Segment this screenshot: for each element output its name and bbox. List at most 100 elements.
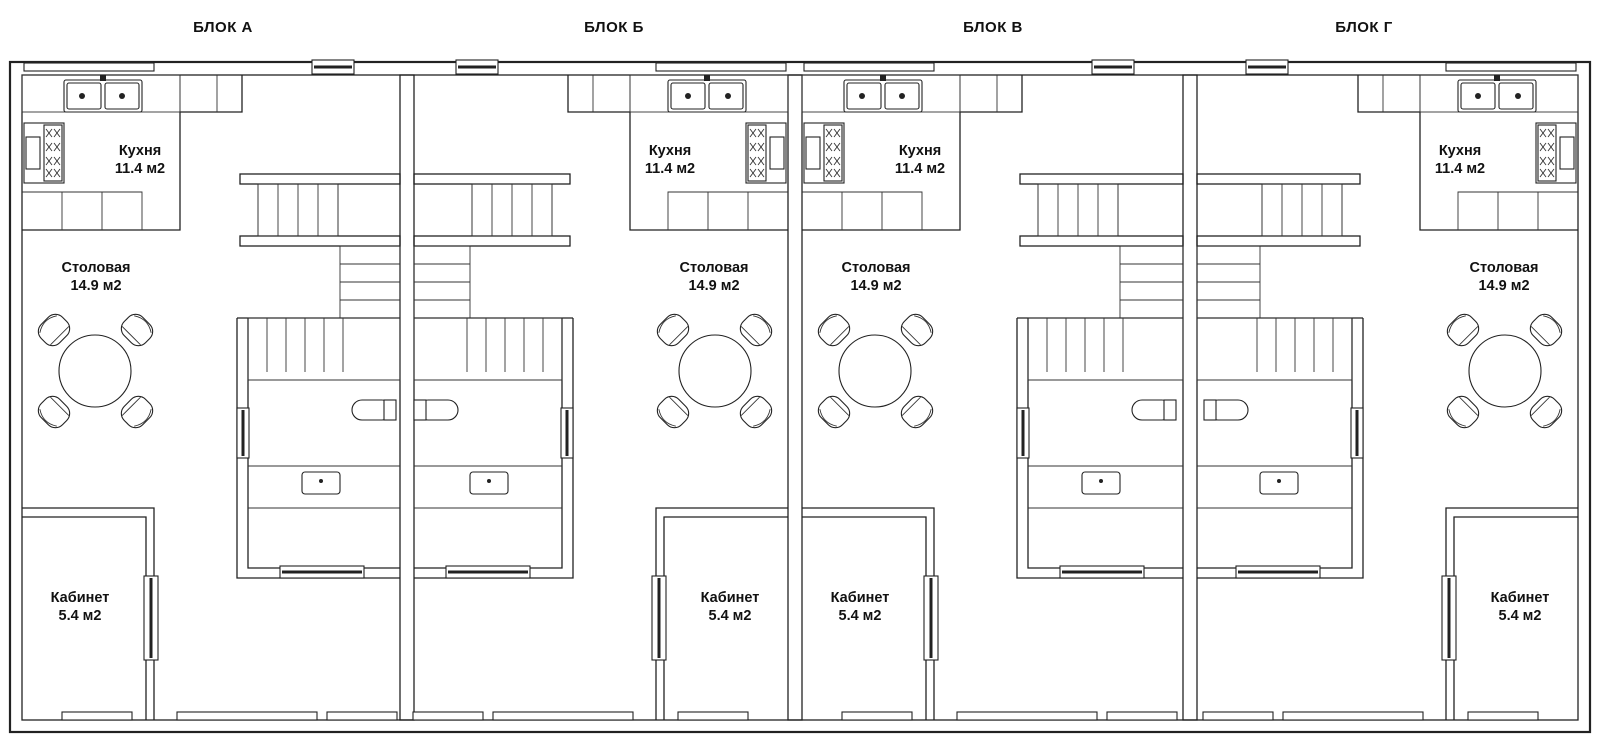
chair-icon [1446,313,1480,347]
block-b: БЛОК Б Кухня 11.4 м2 Столовая 14.9 м2 Кабинет… [412,19,789,721]
block-title: БЛОК Б [584,19,644,36]
block-v: БЛОК В Кухня 11.4 м2 Столовая 14.9 м2 Кабинет… [801,19,1184,721]
chair-icon [739,395,773,429]
block-title: БЛОК В [963,19,1023,36]
dining-name: Столовая [841,260,910,276]
party-walls [399,74,1198,721]
core-door-icon [445,565,531,579]
study-name: Кабинет [831,590,890,606]
kitchen-area: 11.4 м2 [1435,161,1485,177]
block-title: БЛОК А [193,19,253,36]
dining-table [838,334,912,408]
window-icon [655,62,787,72]
washbasin-icon [301,471,341,495]
stair-rail [413,235,571,247]
kitchen-area: 11.4 м2 [115,161,165,177]
block-labels: БЛОК В Кухня 11.4 м2 Столовая 14.9 м2 Кабинет… [831,19,1023,624]
window-icon [23,62,155,72]
dining-area: 14.9 м2 [850,278,901,294]
dining-area: 14.9 м2 [70,278,121,294]
chair-icon [1529,395,1563,429]
kitchen-sink-icon [843,75,923,113]
study-door-icon [923,575,939,661]
bathroom-wall [1016,317,1183,579]
study-area: 5.4 м2 [1499,608,1542,624]
chair-icon [656,395,690,429]
washbasin-icon [469,471,509,495]
block-a: БЛОК А Кухня 11.4 м2 Столовая 14.9 м2 Кабинет… [21,19,401,721]
window-icon [176,711,318,721]
kitchen-sink-icon [1457,75,1537,113]
kitchen-name: Кухня [899,143,941,159]
dining-table [58,334,132,408]
study-name: Кабинет [51,590,110,606]
kitchen-name: Кухня [649,143,691,159]
dining-name: Столовая [679,260,748,276]
stair-landing [1196,317,1353,381]
toilet-icon [351,399,397,421]
counter-bottom [22,75,218,230]
stair-landing [1027,317,1184,381]
bathroom-door-icon [560,407,574,459]
study-area: 5.4 м2 [839,608,882,624]
entrance-door-icon [1245,59,1289,75]
kitchen-name: Кухня [1439,143,1481,159]
entrance-door-icon [1091,59,1135,75]
study-area: 5.4 м2 [709,608,752,624]
block-title: БЛОК Г [1335,19,1392,36]
stair-rail [1196,235,1361,247]
washbasin-icon [1259,471,1299,495]
window-icon [1202,711,1274,721]
kitchen-sink-icon [667,75,747,113]
block-plan [412,59,789,721]
chair-icon [900,313,934,347]
dining-table [1468,334,1542,408]
chair-icon [817,313,851,347]
kitchen-name: Кухня [119,143,161,159]
chair-icon [1446,395,1480,429]
window-icon [1445,62,1577,72]
study-name: Кабинет [701,590,760,606]
kitchen-sink-icon [63,75,143,113]
block-plan [21,59,401,721]
block-plan [1196,59,1579,721]
window-icon [326,711,398,721]
window-icon [956,711,1098,721]
window-icon [61,711,133,721]
block-labels: БЛОК А Кухня 11.4 м2 Столовая 14.9 м2 Кабинет… [51,19,253,624]
window-icon [492,711,634,721]
window-icon [841,711,913,721]
dining-name: Столовая [61,260,130,276]
bathroom-door-icon [236,407,250,459]
chair-icon [900,395,934,429]
dining-area: 14.9 м2 [688,278,739,294]
bathroom-wall [236,317,400,579]
stove-icon [745,122,787,184]
chair-icon [37,395,71,429]
dining-name: Столовая [1469,260,1538,276]
bathroom-door-icon [1350,407,1364,459]
kitchen-area: 11.4 м2 [895,161,945,177]
stair-rail [239,235,401,247]
toilet-icon [1131,399,1177,421]
blocks-layer: БЛОК А Кухня 11.4 м2 Столовая 14.9 м2 Кабинет… [21,19,1579,721]
stair-rail [239,173,401,185]
washbasin-icon [1081,471,1121,495]
counter-bottom [802,75,998,230]
chair-icon [1529,313,1563,347]
window-icon [803,62,935,72]
bathroom-wall [1197,317,1364,579]
toilet-icon [413,399,459,421]
core-door-icon [279,565,365,579]
stair-rail [413,173,571,185]
kitchen-area: 11.4 м2 [645,161,695,177]
stair-rail [1019,173,1184,185]
chair-icon [120,313,154,347]
stair-rail [1019,235,1184,247]
bathroom-wall [414,317,574,579]
stair-rail [1196,173,1361,185]
chair-icon [37,313,71,347]
